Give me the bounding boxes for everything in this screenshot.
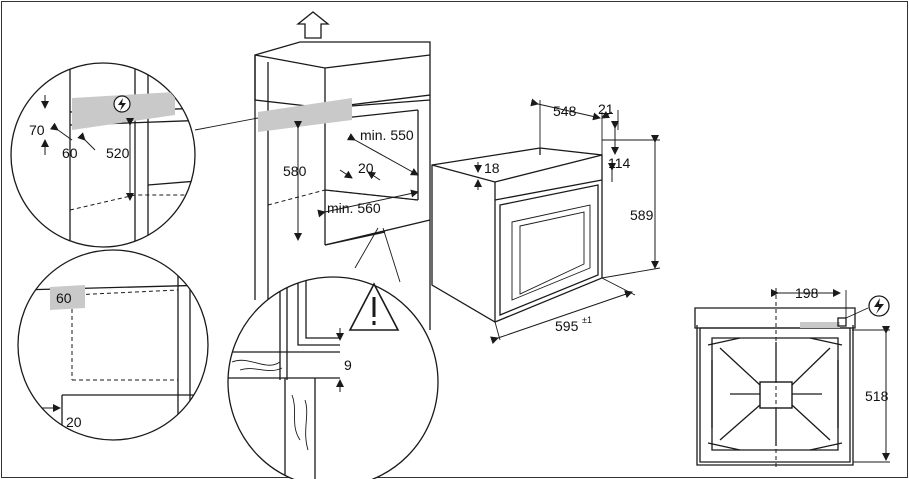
dim-label-60-top: 60 <box>62 145 78 161</box>
dim-label-20-bottom: 20 <box>66 414 82 430</box>
dim-label-min-550: min. 550 <box>360 127 414 143</box>
dim-label-70: 70 <box>29 122 45 138</box>
dim-label-9: 9 <box>344 357 352 373</box>
detail-circle-top <box>10 62 196 248</box>
dim-label-580: 580 <box>283 163 307 179</box>
oven-drawing <box>431 98 661 345</box>
dim-label-548: 548 <box>553 103 577 119</box>
dim-label-595-tolerance: ±1 <box>582 315 592 325</box>
electric-connection-icon <box>868 295 890 317</box>
electric-connection-icon <box>113 95 131 113</box>
dim-label-20-niche: 20 <box>358 160 374 176</box>
cabinet-drawing <box>194 41 431 330</box>
dim-label-595: 595 <box>555 318 579 334</box>
warning-triangle-icon <box>348 282 400 331</box>
detail-circle-mount <box>227 276 439 479</box>
detail-circle-bottom <box>17 249 209 441</box>
dim-label-21: 21 <box>598 101 614 117</box>
dim-label-520: 520 <box>106 145 130 161</box>
up-arrow-icon <box>296 11 330 39</box>
dim-label-60-bottom: 60 <box>56 290 72 306</box>
dim-label-18: 18 <box>484 160 500 176</box>
dim-label-589: 589 <box>630 207 654 223</box>
dim-label-min-560: min. 560 <box>327 200 381 216</box>
dim-label-518: 518 <box>865 388 889 404</box>
dim-label-198: 198 <box>795 285 819 301</box>
hob-drawing <box>694 288 890 470</box>
dim-label-114: 114 <box>608 155 631 171</box>
